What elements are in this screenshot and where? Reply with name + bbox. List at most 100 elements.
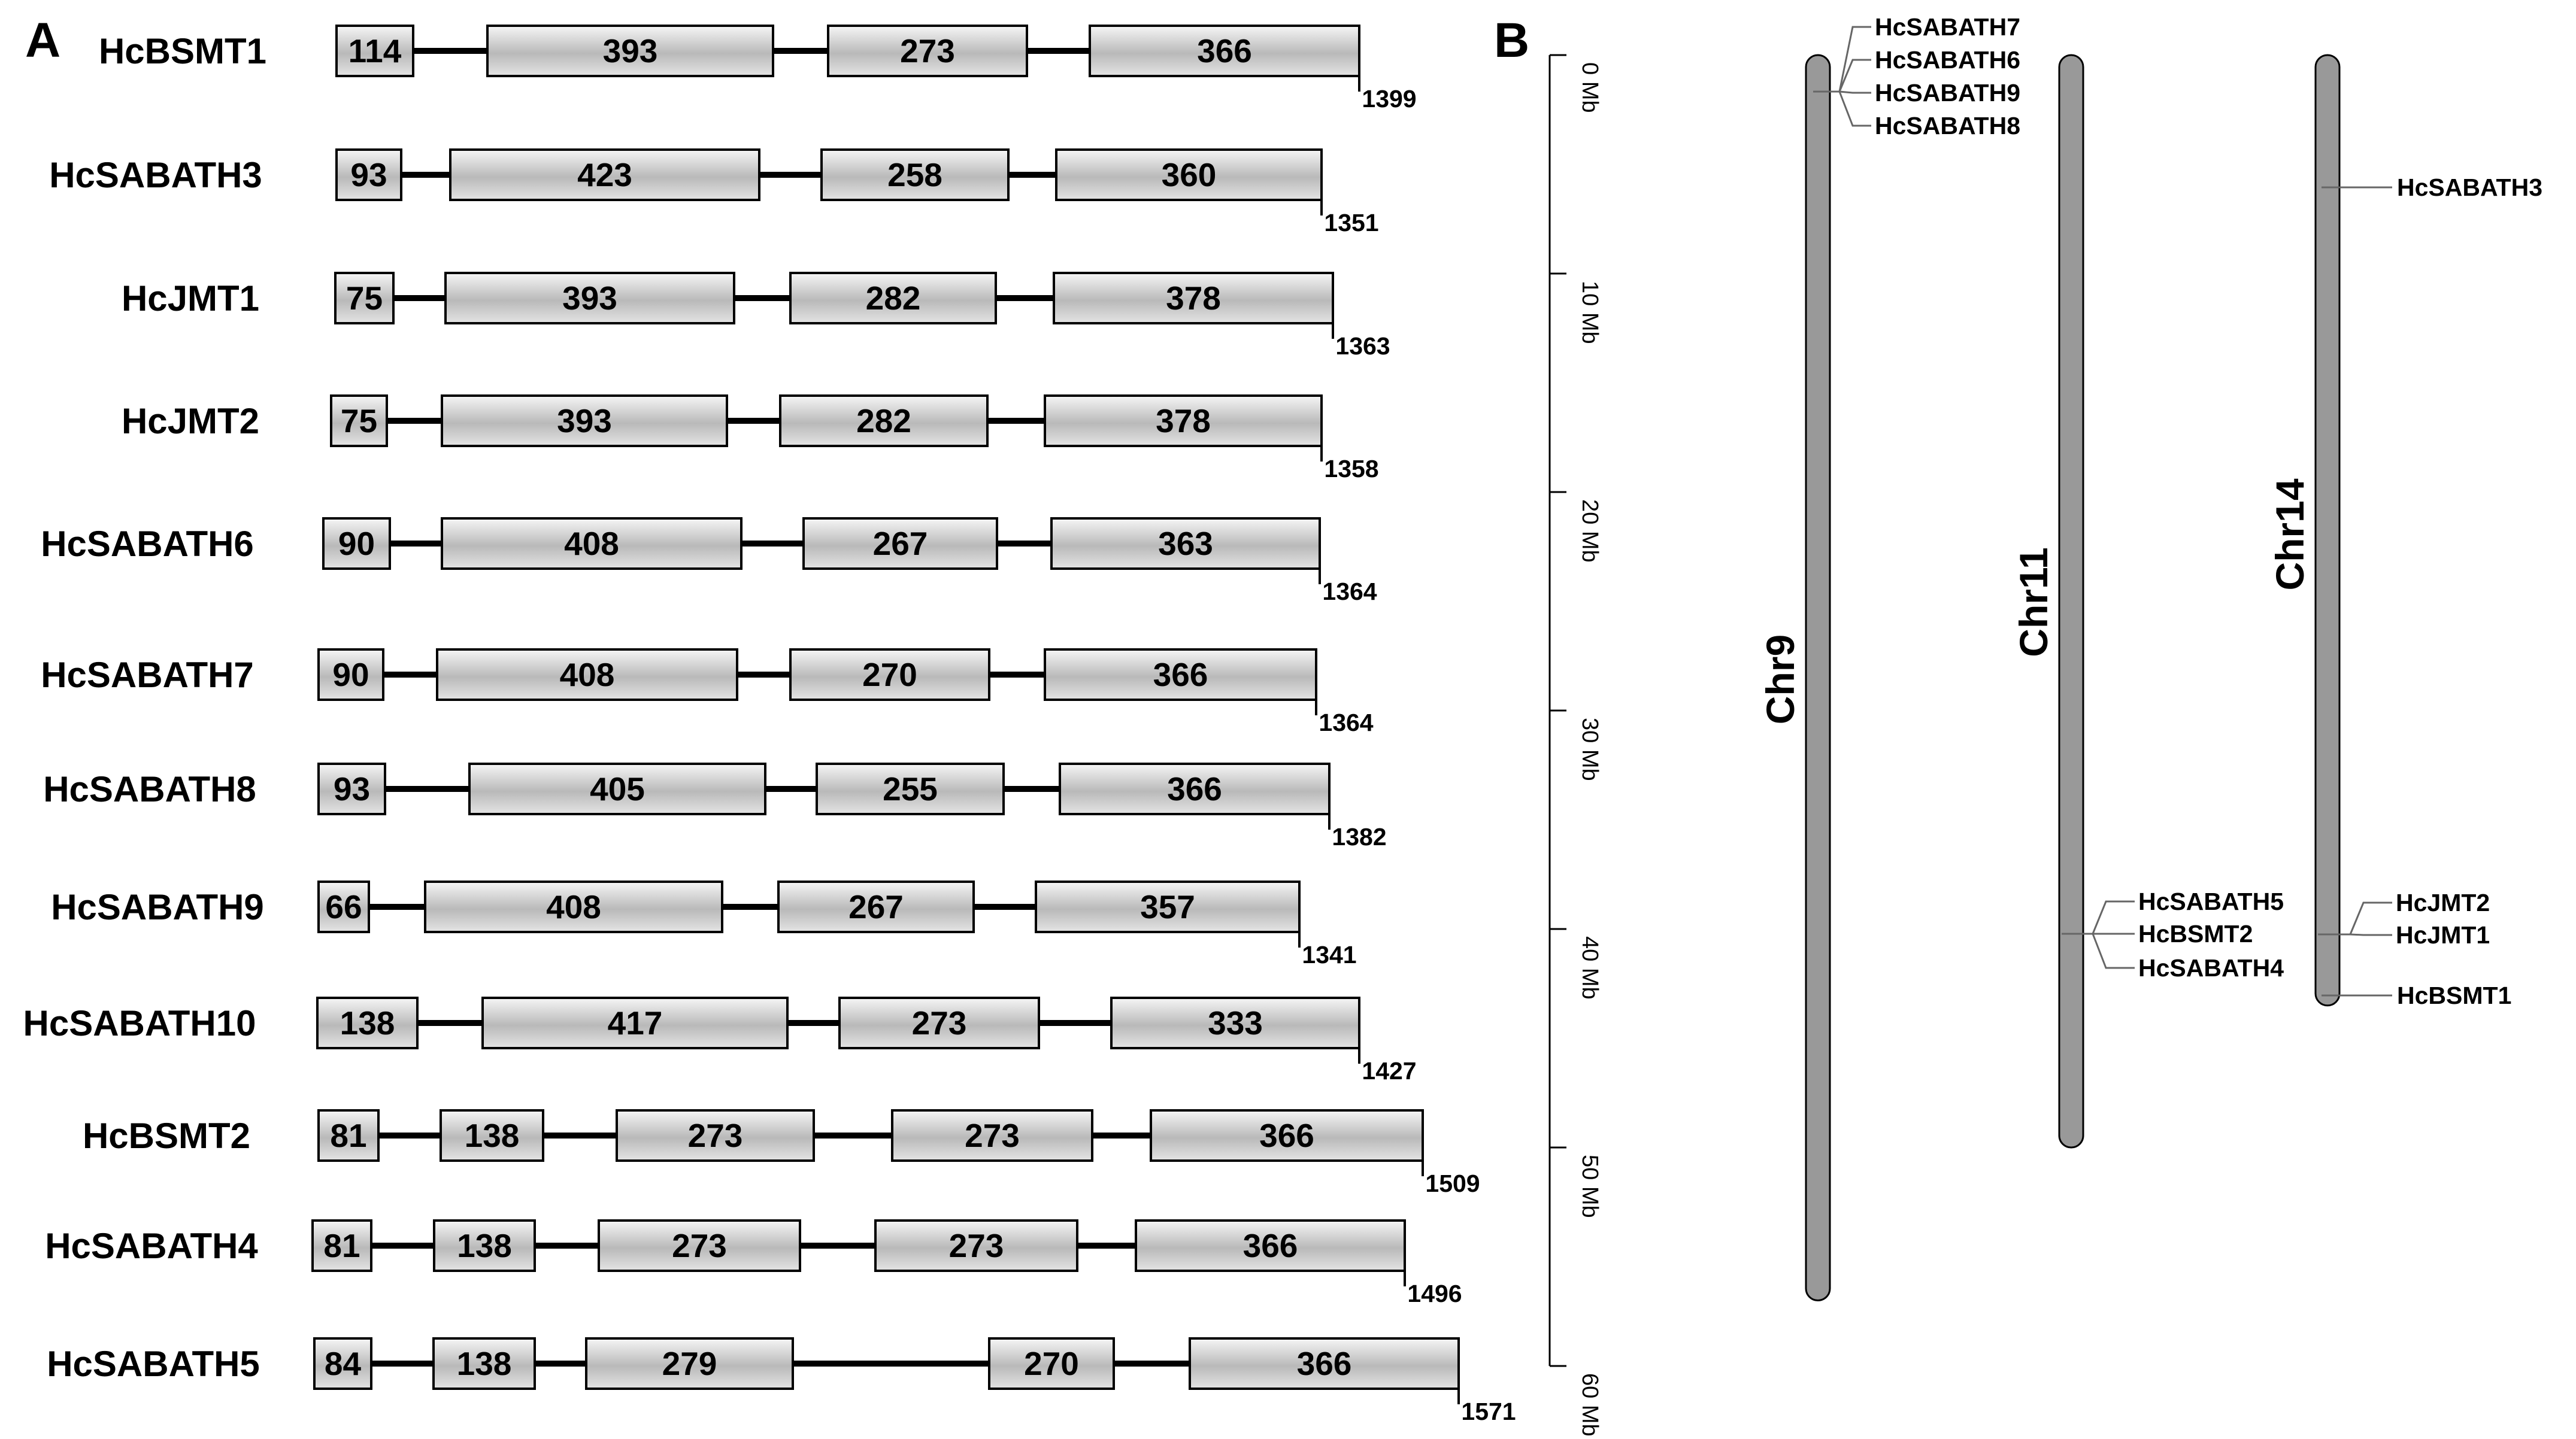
exon-box <box>316 997 419 1049</box>
total-length-label: 1496 <box>1407 1280 1462 1307</box>
total-length-label: 1351 <box>1324 209 1378 236</box>
total-length-label: 1341 <box>1302 941 1356 969</box>
exon-box <box>616 1109 815 1162</box>
exon-box <box>816 763 1005 815</box>
exon-box <box>449 148 760 201</box>
gene-marker-label: HcSABATH5 <box>2138 888 2284 915</box>
scale-tick-label: 60 Mb <box>1577 1373 1602 1437</box>
exon-length-label: 273 <box>688 1117 743 1154</box>
exon-box <box>1189 1337 1460 1390</box>
exon-box <box>334 272 395 324</box>
exon-box <box>441 394 728 447</box>
gene-marker-label: HcBSMT2 <box>2138 920 2253 948</box>
gene-marker-label: HcSABATH7 <box>1875 13 2020 41</box>
exon-length-label: 138 <box>340 1004 395 1042</box>
exon-box <box>1110 997 1360 1049</box>
exon-length-label: 366 <box>1259 1117 1314 1154</box>
exon-box <box>433 1219 536 1272</box>
exon-box <box>598 1219 801 1272</box>
exon-box <box>1044 648 1317 701</box>
exon-length-label: 366 <box>1153 656 1208 693</box>
exon-length-label: 138 <box>457 1345 512 1382</box>
gene-name: HcSABATH5 <box>47 1344 260 1384</box>
exon-length-label: 423 <box>577 156 632 193</box>
exon-length-label: 366 <box>1197 32 1252 69</box>
panel-b-letter: B <box>1494 13 1529 68</box>
scale-tick-label: 20 Mb <box>1577 499 1602 563</box>
chromosome-label: Chr11 <box>2011 547 2056 657</box>
total-length-label: 1364 <box>1322 578 1377 605</box>
gene-name: HcSABATH3 <box>49 155 262 195</box>
exon-length-label: 90 <box>338 525 375 562</box>
gene-marker-label: HcJMT1 <box>2396 921 2490 949</box>
gene-marker-label: HcSABATH4 <box>2138 954 2284 982</box>
exon-box <box>335 25 414 77</box>
exon-box <box>330 394 388 447</box>
exon-length-label: 279 <box>662 1345 717 1382</box>
exon-box <box>317 648 384 701</box>
exon-box <box>789 648 990 701</box>
total-length-label: 1571 <box>1461 1398 1516 1425</box>
gene-name: HcSABATH9 <box>51 887 264 927</box>
exon-box <box>827 25 1028 77</box>
exon-length-label: 66 <box>325 888 362 925</box>
total-length-label: 1364 <box>1319 709 1373 736</box>
exon-box <box>441 517 743 570</box>
exon-box <box>313 1337 372 1390</box>
exon-length-label: 90 <box>332 656 369 693</box>
gene-name: HcSABATH4 <box>45 1226 258 1266</box>
exon-box <box>481 997 789 1049</box>
gene-name: HcSABATH8 <box>43 769 256 809</box>
exon-box <box>1150 1109 1424 1162</box>
gene-name: HcBSMT2 <box>83 1116 250 1156</box>
exon-length-label: 393 <box>557 402 612 439</box>
chromosome-label: Chr9 <box>1758 635 1802 724</box>
gene-name: HcSABATH7 <box>41 655 254 695</box>
exon-length-label: 273 <box>949 1227 1004 1264</box>
gene-marker-label: HcSABATH3 <box>2397 174 2542 201</box>
exon-box <box>444 272 735 324</box>
exon-length-label: 138 <box>457 1227 512 1264</box>
exon-box <box>585 1337 794 1390</box>
gene-name: HcSABATH6 <box>41 524 254 564</box>
exon-length-label: 84 <box>325 1345 362 1382</box>
exon-length-label: 270 <box>862 656 917 693</box>
exon-length-label: 273 <box>672 1227 727 1264</box>
exon-box <box>317 881 370 933</box>
exon-length-label: 267 <box>873 525 928 562</box>
total-length-label: 1358 <box>1324 455 1378 482</box>
exon-length-label: 138 <box>465 1117 520 1154</box>
marker-connector <box>2350 933 2392 936</box>
exon-length-label: 75 <box>341 402 377 439</box>
exon-box <box>779 394 989 447</box>
exon-length-label: 255 <box>883 770 938 807</box>
exon-box <box>1055 148 1323 201</box>
total-length-label: 1363 <box>1335 332 1390 360</box>
exon-box <box>1050 517 1321 570</box>
chromosome-bar <box>2058 54 2084 1149</box>
gene-marker-label: HcSABATH9 <box>1875 79 2020 107</box>
exon-length-label: 408 <box>560 656 615 693</box>
marker-connector <box>2092 900 2135 934</box>
exon-box <box>317 1109 380 1162</box>
exon-length-label: 93 <box>350 156 387 193</box>
exon-box <box>322 517 391 570</box>
exon-length-label: 81 <box>323 1227 360 1264</box>
exon-length-label: 378 <box>1166 280 1221 317</box>
exon-length-label: 81 <box>330 1117 366 1154</box>
exon-length-label: 93 <box>334 770 370 807</box>
exon-box <box>486 25 774 77</box>
marker-connector <box>1838 59 1871 92</box>
